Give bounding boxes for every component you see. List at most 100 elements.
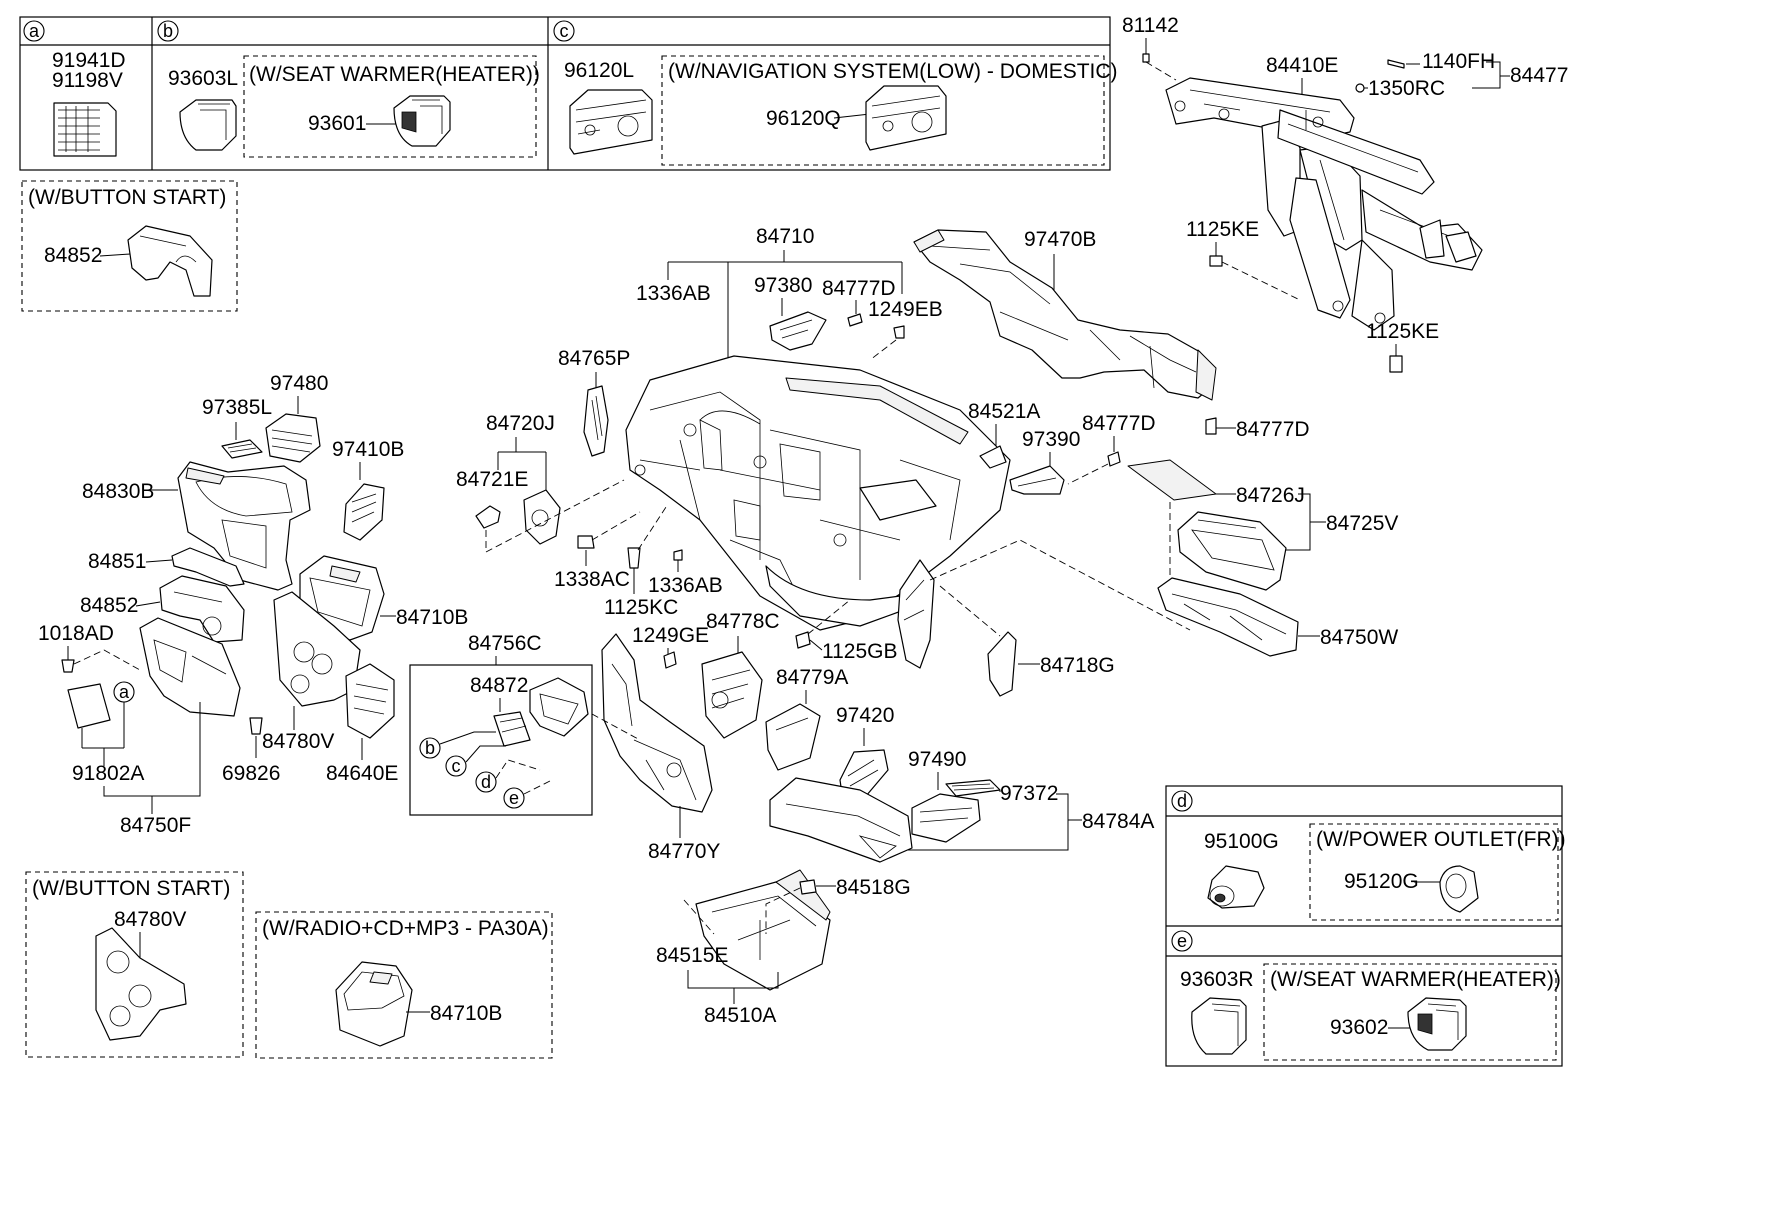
part-label-84410E: 84410E [1266,54,1338,77]
part-label-84710B-mid: 84710B [396,606,468,629]
part-label-84750W: 84750W [1320,626,1398,649]
part-label-1125GB: 1125GB [822,640,898,663]
part-label-91802A: 91802A [72,762,144,785]
svg-text:a: a [29,21,40,41]
switch-callout-b: b [419,737,441,759]
part-label-84779A: 84779A [776,666,848,689]
side-trim-84718G-part [987,631,1017,697]
part-label-84778C: 84778C [706,610,780,633]
part-label-91198V: 91198V [52,69,123,92]
grommet-1338AC-icon [577,535,595,549]
switch-callout-e: e [503,787,525,809]
part-label-81142: 81142 [1122,14,1179,37]
crash-pad-frame-group: 81142 84410E 1140FH 1350RC 84477 [1122,14,1568,373]
bolt-1125KC-icon [627,547,641,569]
switch-callout-c: c [445,755,467,777]
part-label-1125KE-b: 1125KE [1366,320,1439,343]
part-label-1125KE-a: 1125KE [1186,218,1259,241]
part-label-97390: 97390 [1022,428,1080,451]
button-start-panel-top: (W/BUTTON START) 84852 [21,180,238,312]
part-label-84710: 84710 [756,225,814,248]
lower-pad-84784A-part [769,777,913,863]
part-label-84510A: 84510A [704,1004,776,1027]
lower-center-group: 84756C 84872 b c d e [409,610,894,863]
part-label-84477: 84477 [1510,64,1568,87]
section-b-marker: b [157,20,179,42]
label-sheet-part [53,102,117,157]
part-label-97470B: 97470B [1024,228,1096,251]
part-label-97372: 97372 [1000,782,1058,805]
svg-text:e: e [509,788,519,808]
part-label-97380: 97380 [754,274,812,297]
screw-84777D-c-icon [1205,417,1217,435]
center-lower-84780V-bottom-part [95,927,187,1041]
crash-pad-part [625,355,1011,631]
shroud-84852-mid-part [159,575,245,643]
svg-text:b: b [425,738,435,758]
section-e-marker: e [1171,930,1193,952]
part-label-84770Y: 84770Y [648,840,720,863]
part-label-1338AC: 1338AC [554,568,630,591]
bolt-1125GB-icon [795,631,811,649]
part-label-93602: 93602 [1330,1016,1388,1039]
part-label-84777D-c: 84777D [1236,418,1310,441]
part-label-97420: 97420 [836,704,894,727]
switch-blank-part [179,99,237,151]
screw-1018AD-icon [61,659,75,673]
vent-97480-part [265,413,321,463]
section-c-marker: c [553,20,575,42]
audio-unit-part [569,89,653,155]
vent-97490-part [911,793,981,843]
side-trim-84765P-part [583,385,609,457]
socket-95100G-part [1207,865,1265,909]
part-label-84515E: 84515E [656,944,728,967]
part-label-1249GE: 1249GE [632,624,709,647]
vent-97410B-part [343,483,385,541]
part-label-84780V-bottom: 84780V [114,908,186,931]
center-fascia-side-part [897,559,935,669]
lower-crash-pad-group: 97490 97372 84784A 84518G 84515E 845 [656,748,1154,1027]
part-label-1140FH: 1140FH [1422,50,1495,73]
clip-84518G-icon [799,879,817,895]
part-label-1249EB: 1249EB [868,298,943,321]
clip-1336AB-b-icon [673,549,683,561]
note-button-start-bottom: (W/BUTTON START) [32,877,230,900]
part-label-84780V-mid: 84780V [262,730,334,753]
part-label-84720J: 84720J [486,412,555,435]
seat-warmer-switch-part [393,95,451,147]
tray-84750W-part [1157,577,1299,657]
switch-panel-84872-part [493,711,531,747]
part-label-84830B: 84830B [82,480,154,503]
screw-1249EB-icon [893,325,905,339]
center-panel-group: 84726J 84725V 84750W [1127,459,1398,657]
part-label-1125KC: 1125KC [604,596,678,619]
bolt-1125KE-b-icon [1389,355,1403,373]
outlet-95120G-part [1439,865,1479,913]
cluster-fascia-group: 97480 97385L 84830B 97410B 84851 848 [38,372,468,837]
part-label-93601: 93601 [308,112,366,135]
part-label-84521A: 84521A [968,400,1040,423]
side-cover-84778C-part [701,651,763,739]
part-label-1336AB-b: 1336AB [648,574,723,597]
section-a-marker: a [23,20,45,42]
bolt-1125KE-a-icon [1209,255,1223,267]
screw-84777D-a-icon [847,313,863,327]
note-navigation-system: (W/NAVIGATION SYSTEM(LOW) - DOMESTIC) [668,60,1118,83]
svg-text:e: e [1177,931,1187,951]
part-label-84784A: 84784A [1082,810,1154,833]
part-label-96120Q: 96120Q [766,107,841,130]
navigation-audio-part [865,85,947,151]
part-label-84852-mid: 84852 [80,594,138,617]
part-label-1336AB-a: 1336AB [636,282,711,305]
glove-box-84510A-part [695,869,831,991]
part-label-95120G: 95120G [1344,870,1419,893]
section-a-b-c-panel: a b c 91941D 91198V 93603L (W/SEAT WARME… [19,16,1118,171]
part-label-84518G: 84518G [836,876,911,899]
svg-text:b: b [163,21,173,41]
note-radio: (W/RADIO+CD+MP3 - PA30A) [262,917,549,940]
radio-panel-bottom: (W/RADIO+CD+MP3 - PA30A) 84710B [255,911,553,1059]
switch-blank-93603R-part [1191,997,1247,1055]
part-label-84777D-b: 84777D [1082,412,1156,435]
part-label-91941D: 91941D [52,49,126,72]
